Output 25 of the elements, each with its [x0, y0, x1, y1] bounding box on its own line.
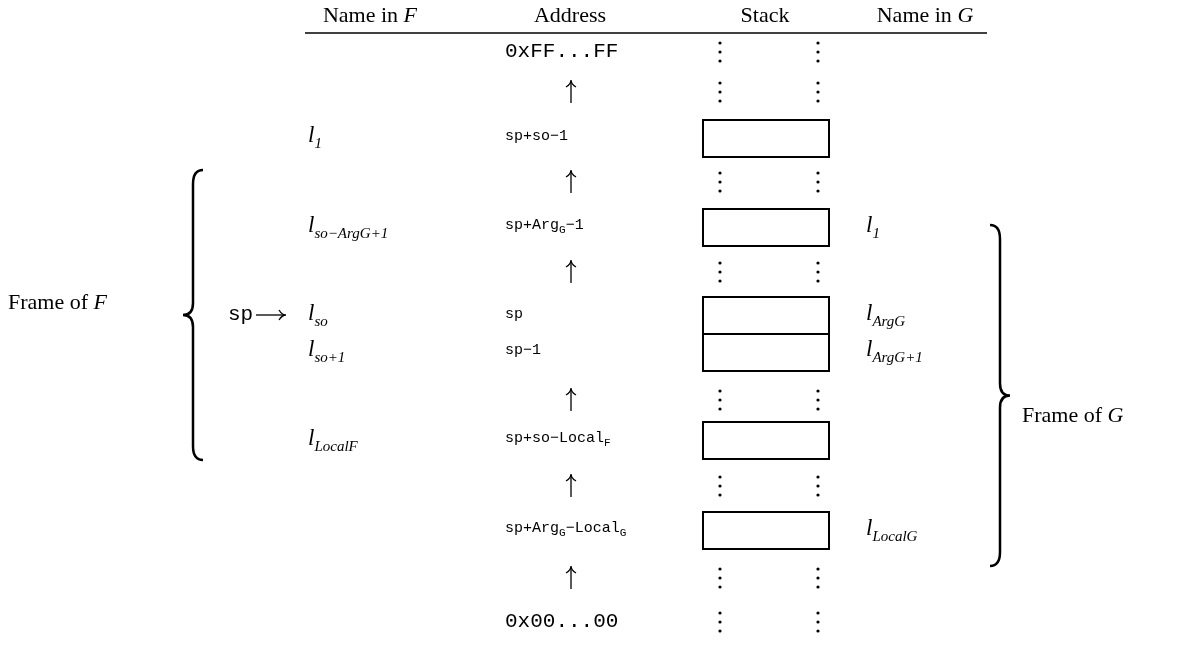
variable-name: l$_{so}$ — [308, 300, 328, 330]
address-label: sp — [505, 306, 523, 324]
stack-cell — [702, 333, 830, 372]
address-label: sp−1 — [505, 342, 541, 360]
stack-cell — [702, 511, 830, 550]
column-header: Address — [533, 2, 607, 28]
column-header: Name in F — [322, 2, 418, 28]
frame-label: Frame of F — [8, 289, 107, 315]
variable-name: l$_{1}$ — [866, 212, 880, 242]
variable-name: l$_{so+1}$ — [308, 336, 346, 366]
pointer-label: sp — [228, 303, 254, 327]
stack-cell — [702, 296, 830, 335]
address-label: 0xFF...FF — [505, 40, 619, 64]
address-label: sp+Arg$_{G}$−Local$_{G}$ — [505, 520, 627, 540]
column-header: Name in G — [876, 2, 974, 28]
stack-cell — [702, 421, 830, 460]
address-label: sp+Arg$_{G}$−1 — [505, 217, 584, 237]
frame-label: Frame of G — [1022, 402, 1124, 428]
column-header: Stack — [740, 2, 790, 28]
stack-cell — [702, 119, 830, 158]
variable-name: l$_{1}$ — [308, 122, 322, 152]
address-label: sp+so−1 — [505, 128, 568, 146]
address-label: 0x00...00 — [505, 610, 619, 634]
stack-cell — [702, 208, 830, 247]
address-label: sp+so−Local$_{F}$ — [505, 430, 611, 450]
